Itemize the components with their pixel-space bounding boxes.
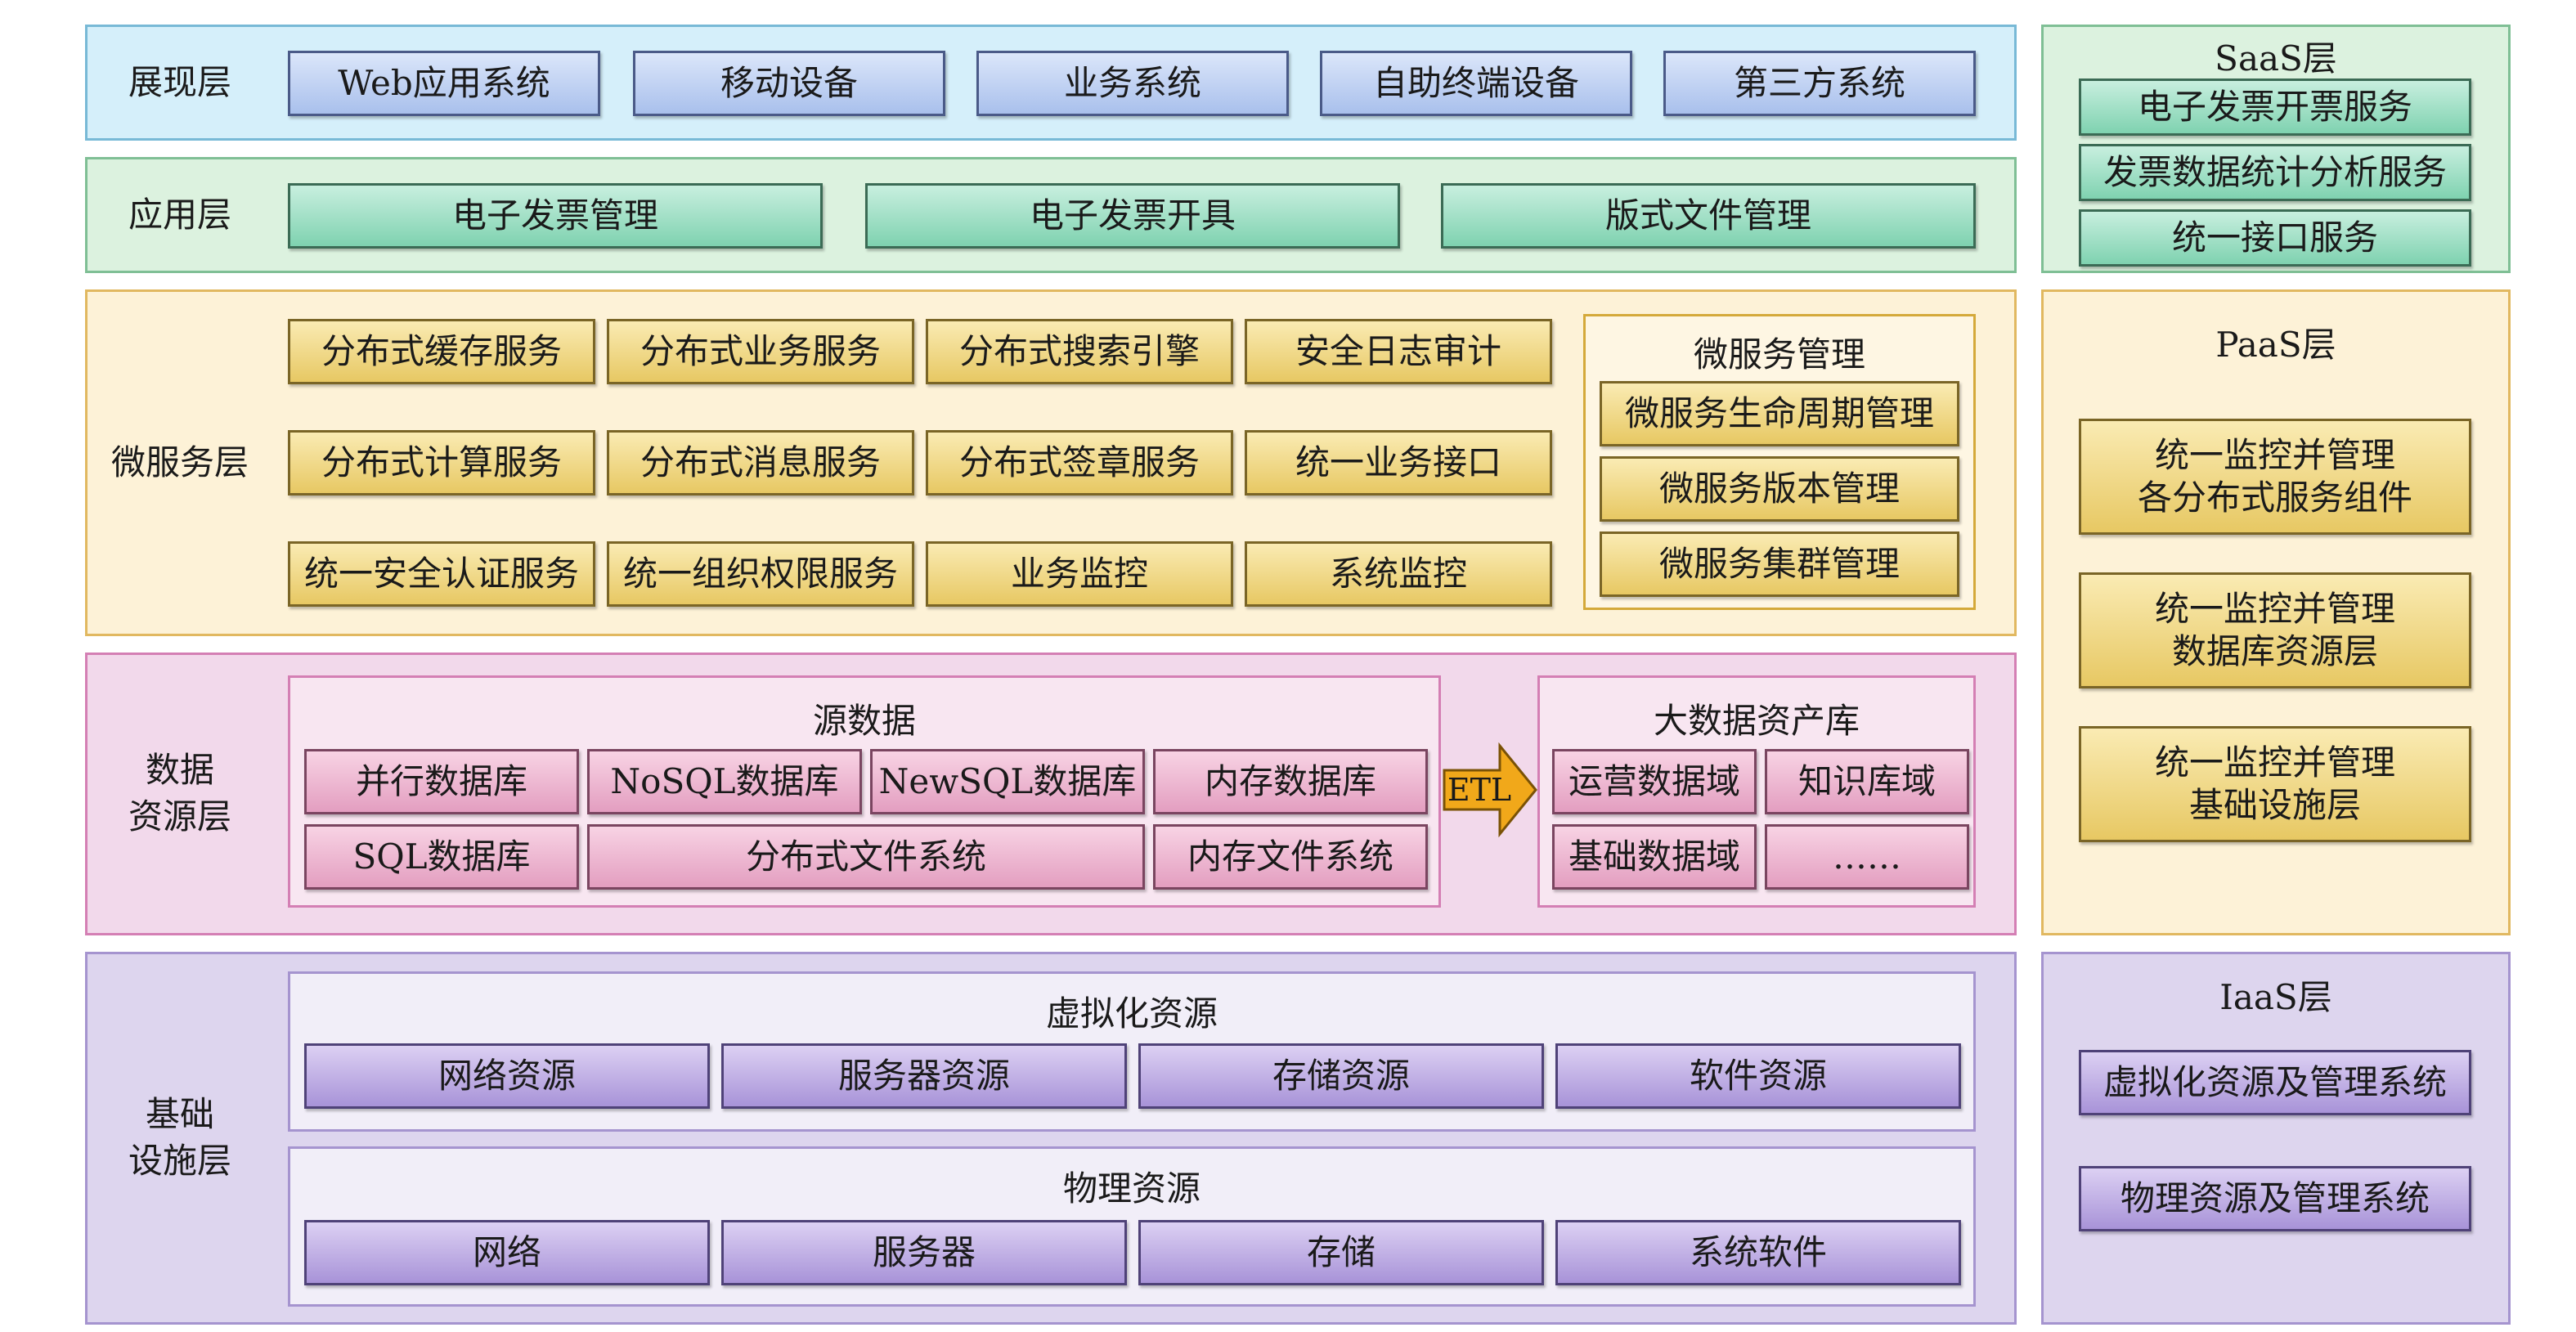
- ms-unified-security-auth: 统一安全认证服务: [288, 541, 595, 607]
- db-parallel: 并行数据库: [304, 749, 579, 814]
- etl-label: ETL: [1447, 772, 1512, 808]
- ms-distributed-search: 分布式搜索引擎: [926, 319, 1233, 384]
- application-invoice-management: 电子发票管理: [288, 183, 823, 249]
- application-layer-label: 应用层: [128, 194, 231, 235]
- virtual-network-resource: 网络资源: [304, 1043, 710, 1109]
- paas-monitor-database-resource: 统一监控并管理 数据库资源层: [2079, 572, 2471, 688]
- virtual-storage-resource: 存储资源: [1138, 1043, 1544, 1109]
- ms-distributed-signature: 分布式签章服务: [926, 430, 1233, 496]
- presentation-mobile: 移动设备: [633, 51, 945, 116]
- big-data-asset-title: 大数据资产库: [1653, 701, 1860, 741]
- asset-basic-data-domain: 基础数据域: [1552, 824, 1757, 890]
- asset-knowledge-domain: 知识库域: [1765, 749, 1969, 814]
- ms-distributed-compute: 分布式计算服务: [288, 430, 595, 496]
- physical-storage: 存储: [1138, 1220, 1544, 1285]
- presentation-web-app: Web应用系统: [288, 51, 600, 116]
- ms-unified-business-interface: 统一业务接口: [1245, 430, 1552, 496]
- microservice-layer-label: 微服务层: [110, 442, 249, 482]
- etl-arrow-icon: [1443, 742, 1537, 837]
- db-in-memory: 内存数据库: [1153, 749, 1428, 814]
- saas-layer-title: SaaS层: [2215, 38, 2337, 78]
- infrastructure-layer-label: 基础 设施层: [128, 1094, 231, 1181]
- presentation-business-system: 业务系统: [976, 51, 1289, 116]
- presentation-layer-label: 展现层: [128, 61, 231, 102]
- db-nosql: NoSQL数据库: [587, 749, 862, 814]
- application-layout-file-management: 版式文件管理: [1441, 183, 1976, 249]
- iaas-physical-resource-management: 物理资源及管理系统: [2079, 1166, 2471, 1231]
- db-newsql: NewSQL数据库: [870, 749, 1145, 814]
- distributed-file-system: 分布式文件系统: [587, 824, 1145, 890]
- db-sql: SQL数据库: [304, 824, 579, 890]
- ms-system-monitoring: 系统监控: [1245, 541, 1552, 607]
- saas-invoice-issuing-service: 电子发票开票服务: [2079, 78, 2471, 136]
- presentation-kiosk: 自助终端设备: [1320, 51, 1632, 116]
- iaas-virtual-resource-management: 虚拟化资源及管理系统: [2079, 1050, 2471, 1115]
- ms-distributed-business: 分布式业务服务: [607, 319, 914, 384]
- virtual-server-resource: 服务器资源: [721, 1043, 1127, 1109]
- data-resource-layer-label: 数据 资源层: [128, 750, 231, 836]
- ms-lifecycle-management: 微服务生命周期管理: [1600, 381, 1959, 446]
- in-memory-file-system: 内存文件系统: [1153, 824, 1428, 890]
- virtual-software-resource: 软件资源: [1555, 1043, 1961, 1109]
- microservice-management-title: 微服务管理: [1693, 334, 1865, 374]
- virtual-resource-title: 虚拟化资源: [1045, 993, 1218, 1034]
- ms-version-management: 微服务版本管理: [1600, 456, 1959, 522]
- physical-network: 网络: [304, 1220, 710, 1285]
- presentation-third-party: 第三方系统: [1663, 51, 1976, 116]
- ms-business-monitoring: 业务监控: [926, 541, 1233, 607]
- paas-monitor-infrastructure: 统一监控并管理 基础设施层: [2079, 726, 2471, 842]
- ms-distributed-message: 分布式消息服务: [607, 430, 914, 496]
- iaas-layer: [2041, 952, 2511, 1325]
- physical-system-software: 系统软件: [1555, 1220, 1961, 1285]
- asset-operation-domain: 运营数据域: [1552, 749, 1757, 814]
- ms-unified-org-permission: 统一组织权限服务: [607, 541, 914, 607]
- paas-layer-title: PaaS层: [2215, 325, 2336, 365]
- application-invoice-issuing: 电子发票开具: [865, 183, 1400, 249]
- iaas-layer-title: IaaS层: [2219, 977, 2332, 1017]
- saas-unified-interface-service: 统一接口服务: [2079, 209, 2471, 267]
- ms-security-log-audit: 安全日志审计: [1245, 319, 1552, 384]
- paas-monitor-distributed-components: 统一监控并管理 各分布式服务组件: [2079, 419, 2471, 535]
- ms-distributed-cache: 分布式缓存服务: [288, 319, 595, 384]
- physical-server: 服务器: [721, 1220, 1127, 1285]
- saas-invoice-analytics-service: 发票数据统计分析服务: [2079, 144, 2471, 201]
- source-data-title: 源数据: [812, 701, 916, 741]
- physical-resource-title: 物理资源: [1062, 1168, 1200, 1209]
- asset-ellipsis: ……: [1765, 824, 1969, 890]
- ms-cluster-management: 微服务集群管理: [1600, 531, 1959, 597]
